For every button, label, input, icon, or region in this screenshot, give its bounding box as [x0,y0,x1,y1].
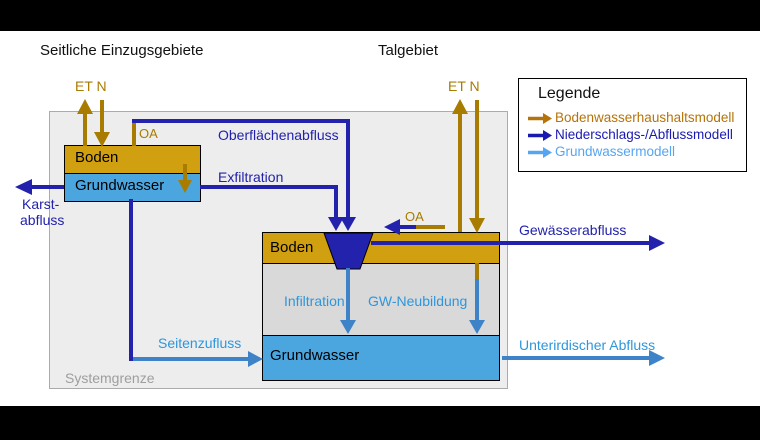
et-n-label-left: ET N [75,78,107,94]
groundwater-model-arrow-icon [528,146,552,158]
surface-runoff-label: Oberflächenabfluss [218,127,339,143]
legend-items: Bodenwasserhaushaltsmodell Niederschlags… [525,111,734,159]
valley-unsaturated-zone [262,262,500,337]
karst-arrow-icon [15,179,32,195]
legend-item-soil-model: Bodenwasserhaushaltsmodell [525,111,734,125]
legend-title: Legende [538,85,601,102]
river-outflow-label: Gewässerabfluss [519,222,627,238]
soil-model-arrow-icon [528,112,552,124]
lateral-inflow-label: Seitenzufluss [158,335,242,351]
exfiltration-label: Exfiltration [218,169,284,185]
valley-groundwater-label: Grundwasser [270,347,360,364]
legend-label-groundwater-model: Grundwassermodell [555,144,676,159]
et-n-label-right: ET N [448,78,480,94]
system-boundary-label: Systemgrenze [65,370,155,386]
infiltration-label: Infiltration [284,293,345,309]
side-soil-label: Boden [75,149,119,166]
karst-outflow-label-line2: abfluss [20,212,65,228]
oa-label-left: OA [139,126,158,141]
river-outflow-arrow-icon [649,235,665,251]
heading-side-catchments: Seitliche Einzugsgebiete [40,42,204,59]
karst-outflow-label-line1: Karst- [22,196,60,212]
valley-soil-label: Boden [270,239,314,256]
side-groundwater-label: Grundwasser [75,177,165,194]
valley-soil-bar [262,232,500,264]
legend-item-groundwater-model: Grundwassermodell [525,145,734,159]
legend-label-soil-model: Bodenwasserhaushaltsmodell [555,110,735,125]
top-letterbox-bar [0,0,760,31]
bottom-letterbox-bar [0,406,760,440]
legend-label-runoff-model: Niederschlags-/Abflussmodell [555,127,733,142]
oa-label-right: OA [405,209,424,224]
valley-groundwater-box [262,335,500,381]
heading-valley: Talgebiet [378,42,439,59]
gw-recharge-label: GW-Neubildung [368,293,468,309]
runoff-model-arrow-icon [528,129,552,141]
subsurface-outflow-label: Unterirdischer Abfluss [519,337,656,353]
legend-box: Legende Bodenwasserhaushaltsmodell Niede… [518,78,747,172]
legend-item-runoff-model: Niederschlags-/Abflussmodell [525,128,734,142]
